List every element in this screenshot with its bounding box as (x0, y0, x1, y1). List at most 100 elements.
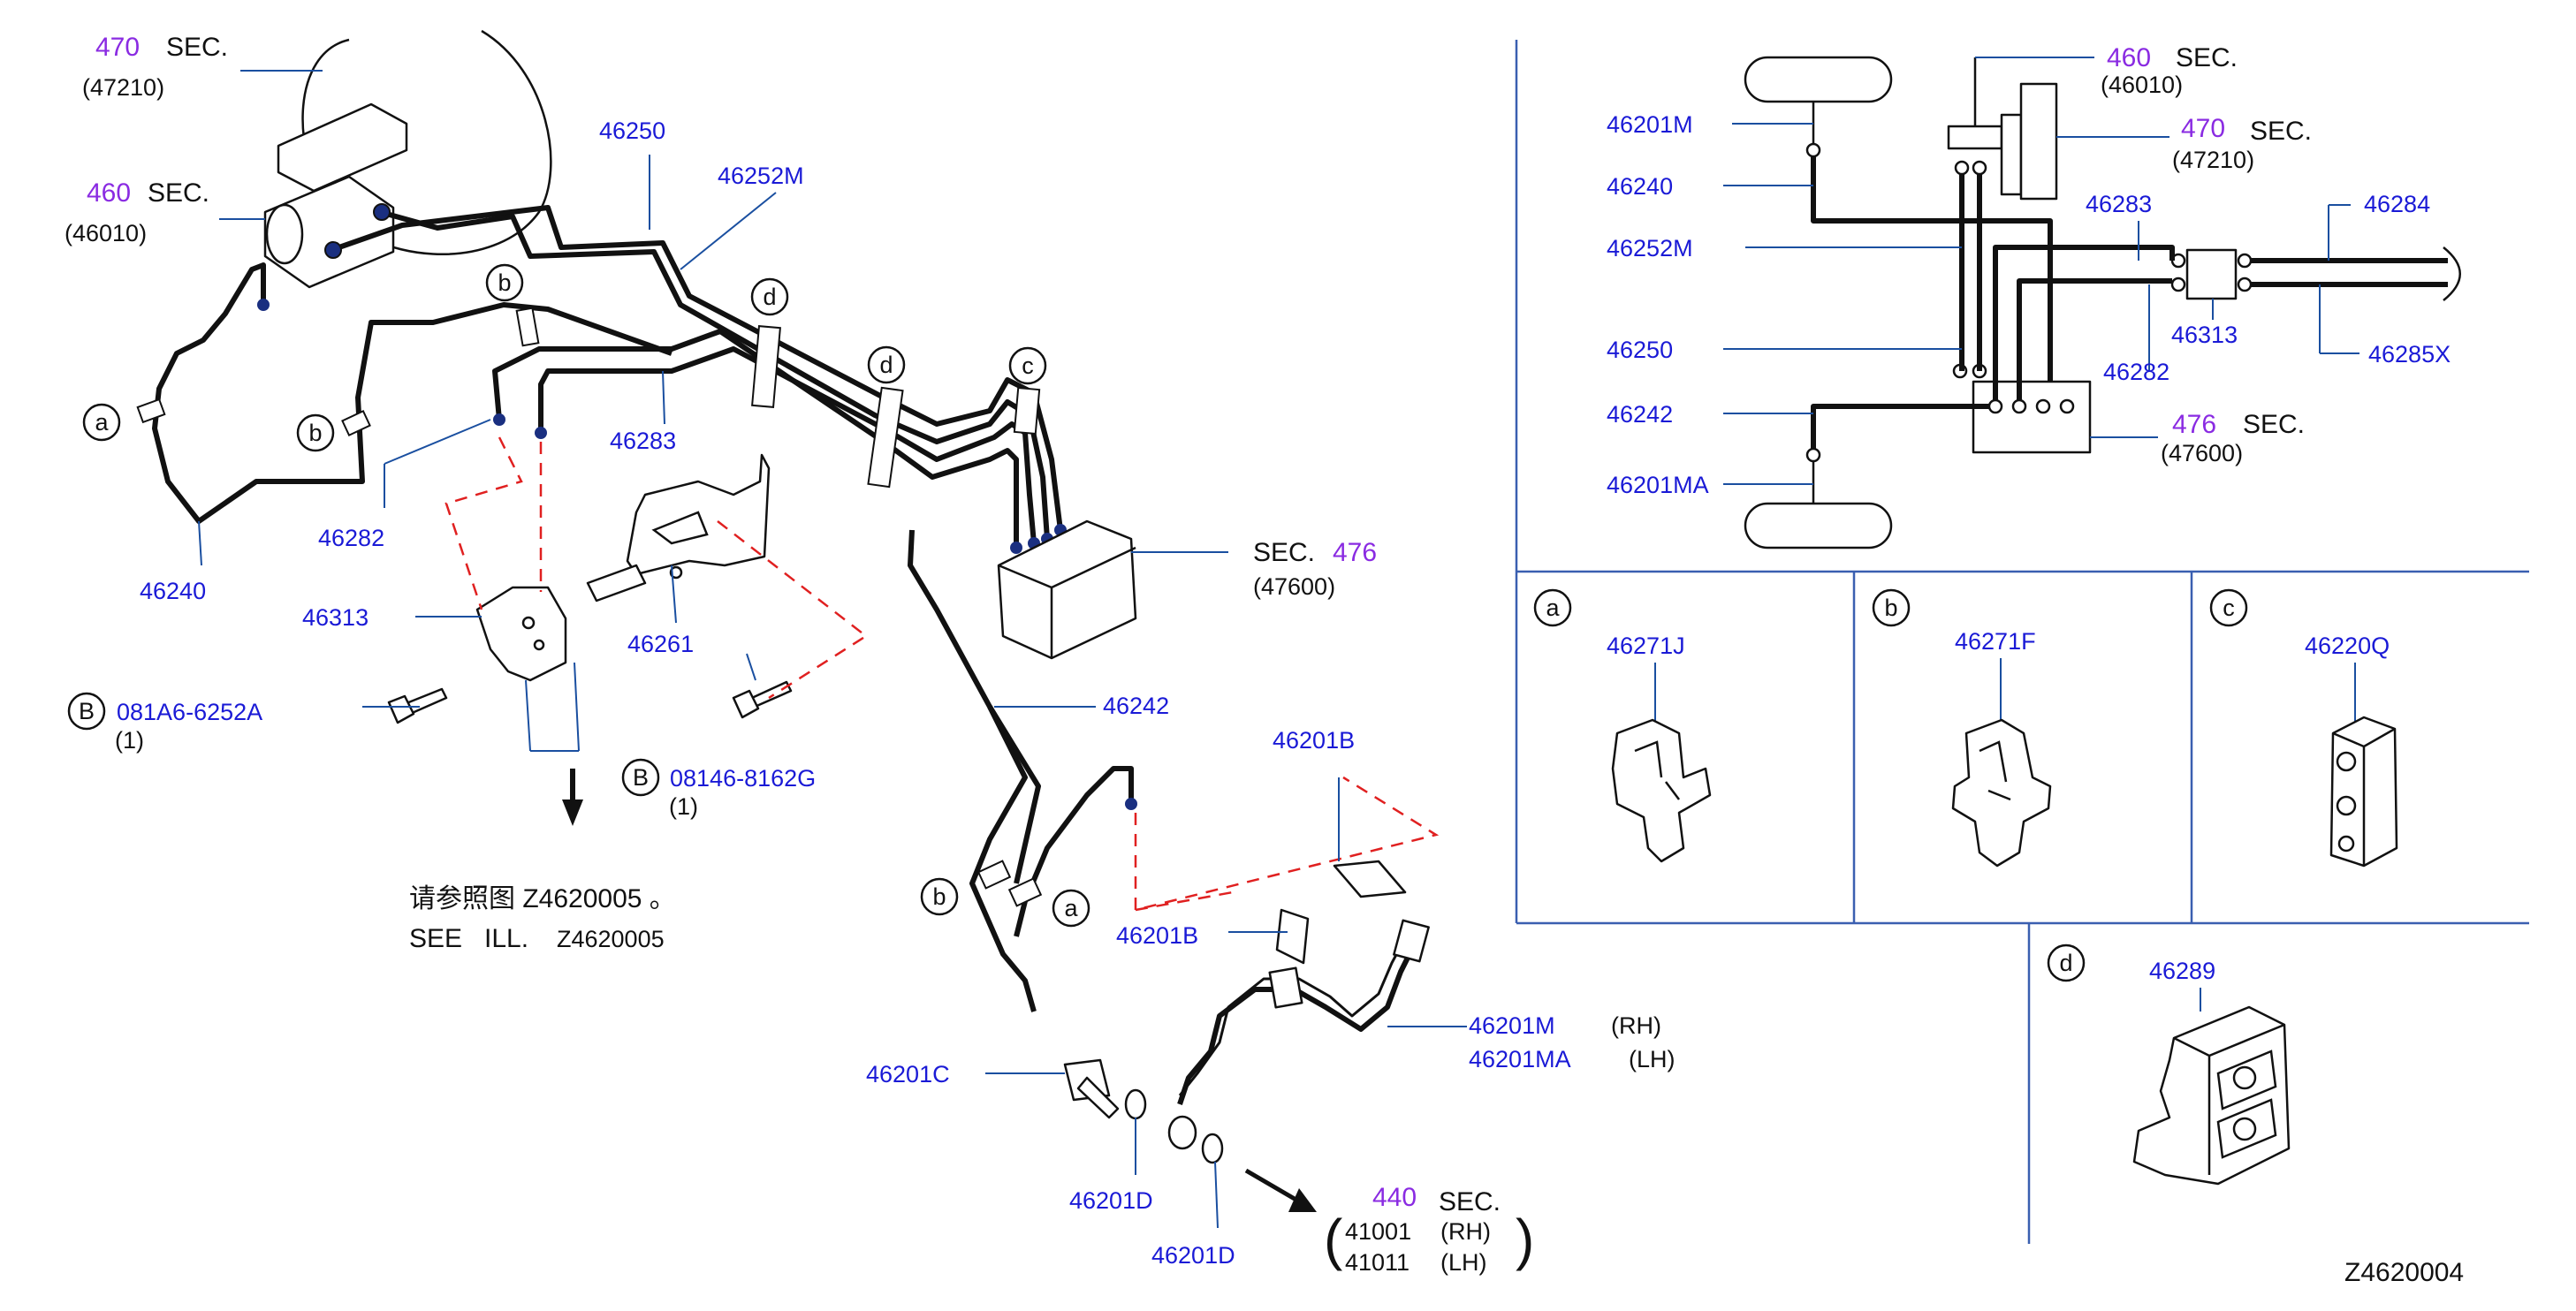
detail-b: b 46271F (1872, 588, 2052, 868)
callout-a2: a (1064, 895, 1078, 921)
sch-part-46201M: 46201M (1607, 111, 1693, 138)
bolt2-b: B (633, 764, 649, 791)
sch-part-46201MA: 46201MA (1607, 472, 1709, 498)
part-46201D-right: 46201D (1151, 1242, 1235, 1269)
bolt1-qty: (1) (115, 727, 144, 754)
sch-part-46284: 46284 (2364, 191, 2430, 217)
part-46283: 46283 (610, 428, 676, 454)
sec-470-word: SEC. (166, 33, 228, 62)
part-46240: 46240 (140, 578, 206, 604)
detail-c-part: 46220Q (2305, 633, 2390, 659)
detail-d-part: 46289 (2149, 958, 2215, 984)
diagram-id: Z4620004 (2344, 1258, 2464, 1287)
leader-lines (198, 155, 1340, 1229)
sch-part-46285X: 46285X (2368, 341, 2451, 368)
sch-sec-476-ref: (47600) (2161, 440, 2243, 466)
sch-sec-476-num: 476 (2172, 410, 2216, 439)
schematic-diagram: 460 SEC. (46010) 470 SEC. (47210) 46201M… (1607, 43, 2461, 549)
callouts-main: a b b d d c b a (82, 263, 1090, 928)
pipe-clips (136, 307, 1043, 907)
sch-part-46313: 46313 (2171, 322, 2238, 348)
sch-part-46282: 46282 (2103, 359, 2169, 385)
callout-c1: c (1022, 352, 1034, 379)
part-46250: 46250 (599, 117, 665, 144)
bolt2-qty: (1) (669, 793, 698, 820)
sec-440-num: 440 (1372, 1183, 1417, 1212)
sch-sec-460-word: SEC. (2176, 43, 2238, 72)
panel-frames (1515, 40, 2529, 1244)
part-46282: 46282 (318, 525, 384, 551)
dashed-reference-lines (445, 436, 1440, 912)
bolt2-number: 08146-8162G (670, 765, 816, 792)
detail-a: a 46271J (1533, 588, 1712, 863)
sec-460-word: SEC. (148, 178, 209, 208)
sec-470-ref: (47210) (82, 74, 164, 101)
sch-part-46250: 46250 (1607, 337, 1673, 363)
sec-440-word: SEC. (1439, 1187, 1501, 1216)
detail-b-part: 46271F (1955, 628, 2036, 655)
sch-sec-476-word: SEC. (2243, 410, 2305, 439)
callout-d1: d (763, 284, 776, 310)
master-cylinder-booster (219, 29, 552, 289)
sec-470-num: 470 (95, 33, 140, 62)
sch-part-46240: 46240 (1607, 173, 1673, 200)
sch-part-46283: 46283 (2086, 191, 2152, 217)
sec-460-num: 460 (87, 178, 131, 208)
part-46201M: 46201M (1469, 1012, 1555, 1039)
sec-440-paren-close: ) (1516, 1208, 1534, 1271)
sec-440-ref-lh: 41011 (1345, 1249, 1410, 1276)
callout-b3: b (932, 883, 946, 910)
bracket-46261 (586, 453, 771, 602)
sec-476-ref: (47600) (1253, 573, 1335, 600)
part-46252M: 46252M (718, 163, 804, 189)
callout-b2: b (308, 420, 322, 446)
sec-440-ref-rh: 41001 (1345, 1218, 1411, 1245)
sch-part-46252M: 46252M (1607, 235, 1693, 261)
detail-a-letter: a (1546, 595, 1560, 621)
detail-d-letter: d (2059, 950, 2072, 976)
part-46201C: 46201C (866, 1061, 950, 1087)
bolt1-number: 081A6-6252A (117, 699, 262, 725)
sec-460-ref: (46010) (65, 220, 147, 246)
part-46261: 46261 (627, 631, 694, 657)
union-bolt-washers (1063, 1058, 1317, 1212)
connector-46313 (475, 586, 583, 826)
sec-440-lh: (LH) (1440, 1249, 1487, 1276)
detail-c-letter: c (2223, 595, 2235, 621)
sec-476-word: SEC. (1253, 538, 1315, 567)
sch-sec-460-ref: (46010) (2101, 72, 2183, 98)
part-46201D-left: 46201D (1069, 1187, 1153, 1214)
part-46242: 46242 (1103, 693, 1169, 719)
sch-sec-470-ref: (47210) (2172, 147, 2254, 173)
label-rh: (RH) (1611, 1012, 1661, 1039)
sec-476-num: 476 (1333, 538, 1377, 567)
detail-b-letter: b (1884, 595, 1897, 621)
see-note-english-ref: Z4620005 (557, 926, 665, 952)
bolts (387, 680, 793, 724)
part-46201B-bottom: 46201B (1116, 922, 1198, 949)
see-note-english-prefix: SEE ILL. (409, 924, 528, 953)
actuator-476 (997, 519, 1228, 660)
callout-a1: a (95, 409, 109, 436)
sec-440-paren-open: ( (1324, 1208, 1342, 1271)
part-46313: 46313 (302, 604, 369, 631)
detail-d: d 46289 (2047, 943, 2291, 1186)
sch-sec-470-num: 470 (2181, 114, 2225, 143)
see-note-chinese: 请参照图 Z4620005 。 (409, 884, 676, 913)
labels-main: 470 SEC. (47210) 460 SEC. (46010) 46250 … (65, 33, 1676, 1276)
bolt1-b: B (79, 698, 95, 724)
part-46201B-top: 46201B (1273, 727, 1355, 754)
part-46201MA: 46201MA (1469, 1046, 1571, 1072)
detail-a-part: 46271J (1607, 633, 1685, 659)
detail-c: c 46220Q (2209, 588, 2398, 868)
callout-d2: d (879, 352, 893, 378)
sec-440-rh: (RH) (1440, 1218, 1491, 1245)
brake-hose (1167, 919, 1467, 1150)
hose-clips-46201B (1275, 860, 1407, 965)
label-lh: (LH) (1629, 1046, 1676, 1072)
callout-b1: b (498, 269, 511, 296)
sch-part-46242: 46242 (1607, 401, 1673, 428)
sch-sec-460-num: 460 (2107, 43, 2151, 72)
sch-sec-470-word: SEC. (2250, 117, 2312, 146)
